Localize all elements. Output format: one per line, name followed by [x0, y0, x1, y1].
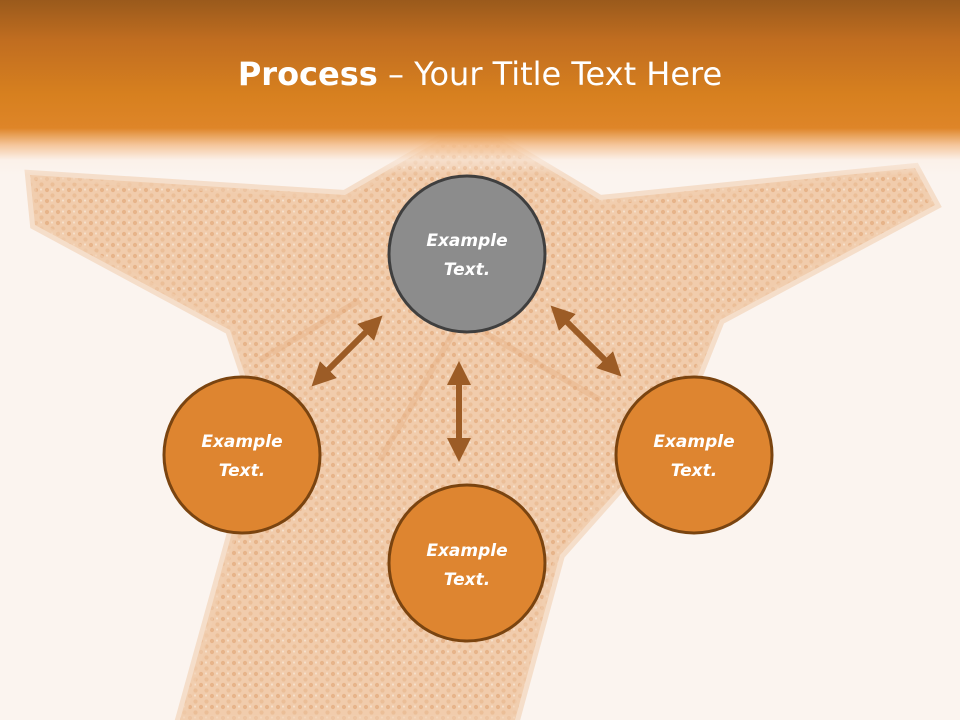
node-text-line1: Example [653, 432, 734, 452]
title-rest: Your Title Text Here [414, 55, 723, 93]
process-node-left: Example Text. [162, 375, 322, 535]
node-text-line2: Text. [444, 260, 490, 280]
node-circle [614, 375, 774, 535]
node-circle [387, 174, 547, 334]
node-text-line2: Text. [219, 461, 265, 481]
process-node-top: Example Text. [387, 174, 547, 334]
process-node-right: Example Text. [614, 375, 774, 535]
title-strong: Process [237, 55, 378, 93]
node-circle [162, 375, 322, 535]
process-node-bottom: Example Text. [387, 483, 547, 643]
node-text-line2: Text. [444, 570, 490, 590]
slide-title: Process – Your Title Text Here [0, 52, 960, 96]
node-text-line1: Example [201, 432, 282, 452]
node-circle [387, 483, 547, 643]
node-text-line1: Example [426, 231, 507, 251]
node-text-line2: Text. [671, 461, 717, 481]
title-dash: – [377, 55, 415, 93]
node-text-line1: Example [426, 541, 507, 561]
double-arrow-right [550, 305, 622, 377]
double-arrow-left [311, 315, 383, 387]
header-band [0, 0, 960, 175]
